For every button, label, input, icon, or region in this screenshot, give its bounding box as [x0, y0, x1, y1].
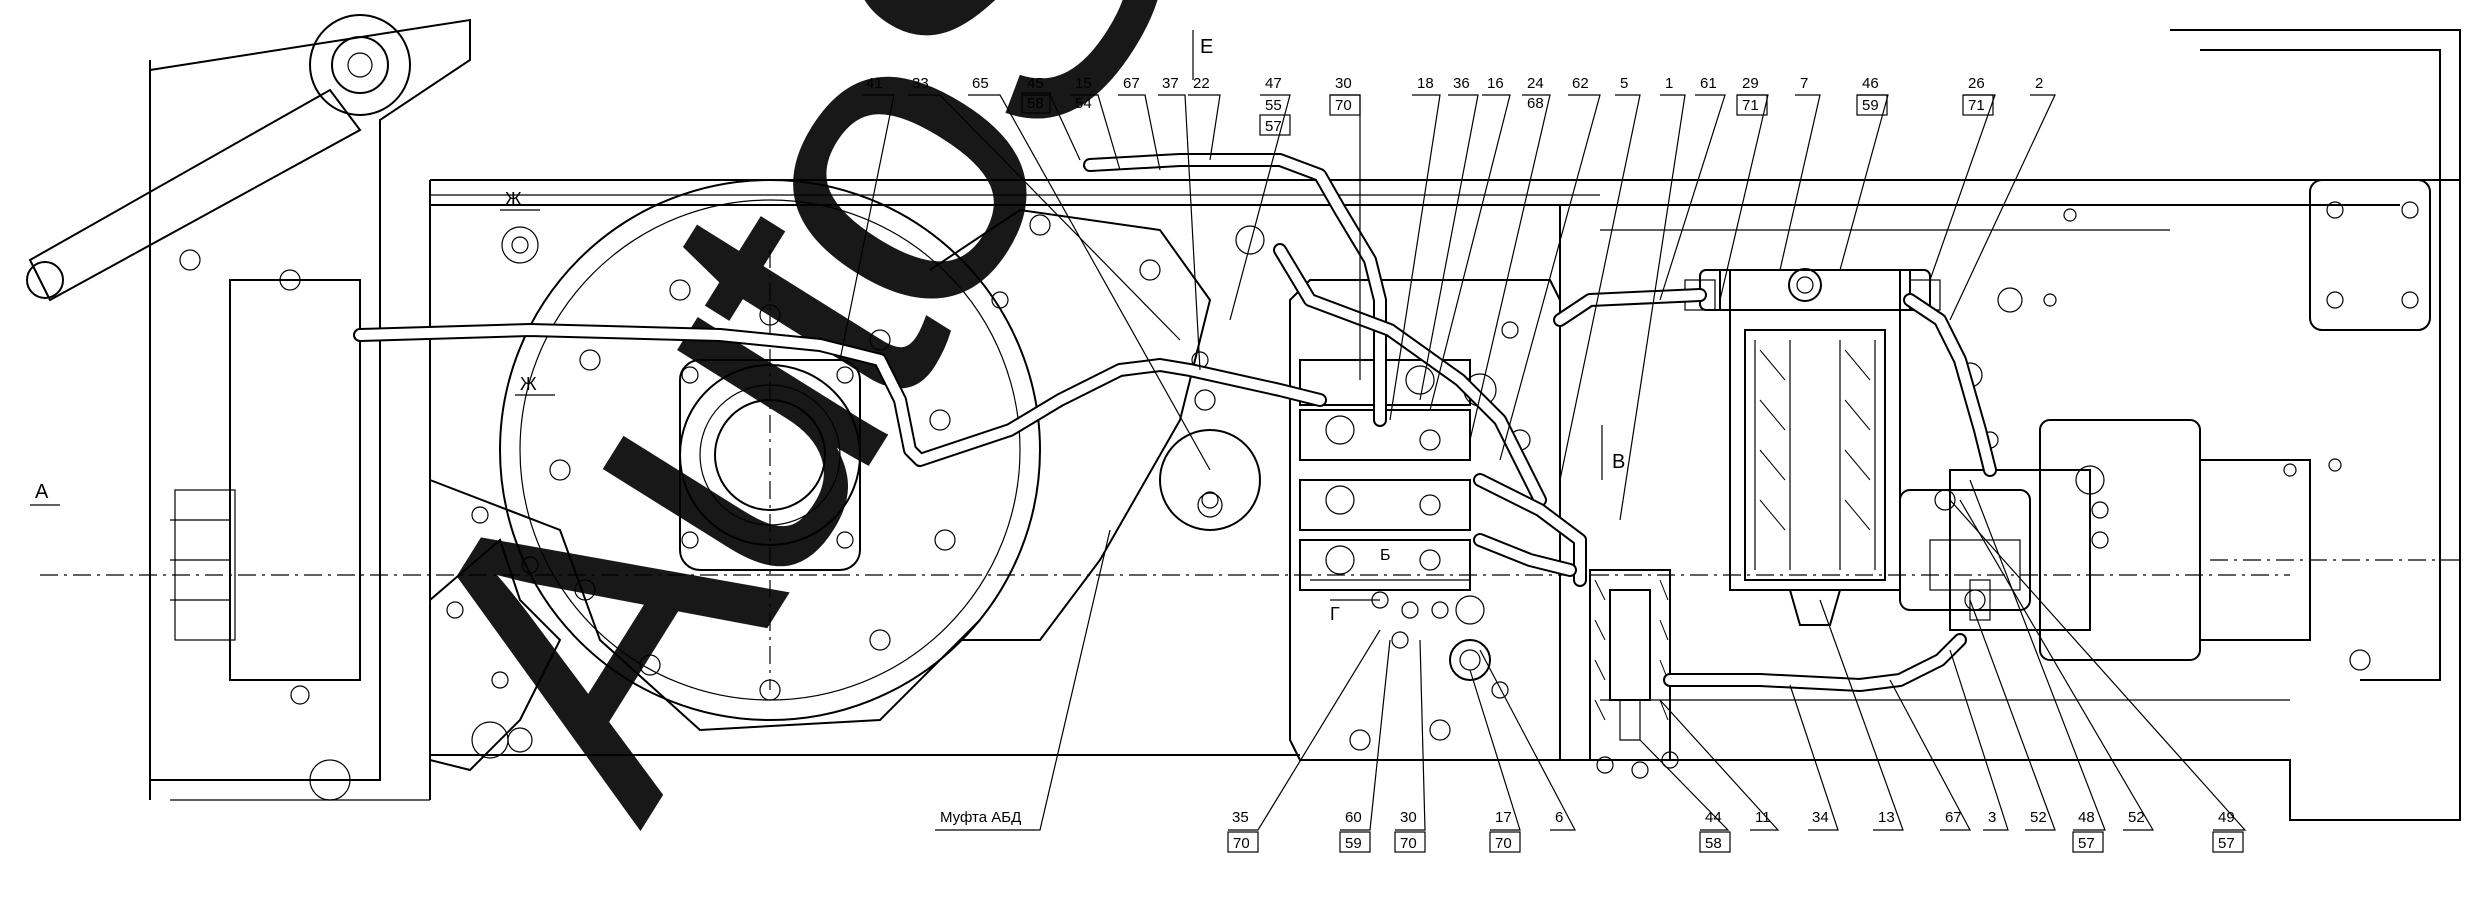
callout-54: 54: [1075, 95, 1092, 112]
callout-59-b: 59: [1345, 835, 1362, 852]
hydraulic-pipes: [353, 153, 1997, 692]
callout-17: 17: [1495, 809, 1512, 826]
callout-16: 16: [1487, 75, 1504, 92]
callout-65: 65: [972, 75, 989, 92]
callout-41: 41: [866, 75, 883, 92]
callout-2: 2: [2035, 75, 2043, 92]
callout-58-top: 58: [1027, 95, 1044, 112]
callout-70-top: 70: [1335, 97, 1352, 114]
callout-30-b: 30: [1400, 809, 1417, 826]
callout-57-top: 57: [1265, 118, 1282, 135]
callout-37: 37: [1162, 75, 1179, 92]
callout-70-b2: 70: [1400, 835, 1417, 852]
callout-49: 49: [2218, 809, 2235, 826]
callout-62: 62: [1572, 75, 1589, 92]
callout-47: 47: [1265, 75, 1282, 92]
callout-1: 1: [1665, 75, 1673, 92]
callout-22: 22: [1193, 75, 1210, 92]
callout-61: 61: [1700, 75, 1717, 92]
pump-assembly: [1899, 419, 2311, 661]
oil-filter: [1684, 268, 1941, 626]
callout-26: 26: [1968, 75, 1985, 92]
callout-55: 55: [1265, 97, 1282, 114]
callout-70-b1: 70: [1233, 835, 1250, 852]
callout-58-b: 58: [1705, 835, 1722, 852]
callout-70-b3: 70: [1495, 835, 1512, 852]
callout-6: 6: [1555, 809, 1563, 826]
callout-33: 33: [912, 75, 929, 92]
top-callouts: 41 33 65 45 58 15 54 67 37 22 47 55 57 3…: [839, 75, 2056, 521]
callout-46: 46: [1862, 75, 1879, 92]
housing-outline: [26, 14, 2461, 821]
callout-48: 48: [2078, 809, 2095, 826]
callout-36: 36: [1453, 75, 1470, 92]
callout-52-a: 52: [2030, 809, 2047, 826]
callout-59-top: 59: [1862, 97, 1879, 114]
view-label-a: А: [35, 481, 49, 503]
callout-15: 15: [1075, 75, 1092, 92]
section-label-g: Г: [1330, 604, 1340, 624]
callout-60: 60: [1345, 809, 1362, 826]
callout-71-top: 71: [1742, 97, 1759, 114]
callout-11: 11: [1755, 809, 1771, 826]
callout-7: 7: [1800, 75, 1808, 92]
callout-68: 68: [1527, 95, 1544, 112]
section-label-b: Б: [1380, 547, 1391, 564]
callout-13: 13: [1878, 809, 1895, 826]
section-label-zh1: Ж: [505, 189, 522, 209]
section-label-e: Е: [1200, 36, 1213, 58]
callout-45: 45: [1027, 75, 1044, 92]
section-label-v: В: [1612, 451, 1625, 473]
bolt-circle: [549, 279, 956, 701]
callout-71-top-b: 71: [1968, 97, 1985, 114]
bottom-callouts: 35 70 60 59 30 70 17 70 6 44 58 11 34 13…: [935, 479, 2247, 853]
gear-housing: [429, 179, 1265, 772]
callout-67-b: 67: [1945, 809, 1962, 826]
callout-29: 29: [1742, 75, 1759, 92]
callout-57-b2: 57: [2218, 835, 2235, 852]
callout-44: 44: [1705, 809, 1722, 826]
callout-57-b1: 57: [2078, 835, 2095, 852]
center-lines: [40, 250, 2460, 690]
section-label-zh2: Ж: [520, 374, 537, 394]
callout-18: 18: [1417, 75, 1434, 92]
callout-5: 5: [1620, 75, 1628, 92]
callout-35: 35: [1232, 809, 1249, 826]
callout-24: 24: [1527, 75, 1544, 92]
callout-30-top: 30: [1335, 75, 1352, 92]
callout-67: 67: [1123, 75, 1140, 92]
sight-tank: [1589, 569, 1679, 779]
callout-3: 3: [1988, 809, 1996, 826]
callout-34: 34: [1812, 809, 1829, 826]
section-marks: Е В Ж Ж Г Б А: [30, 30, 1625, 624]
callout-52-b: 52: [2128, 809, 2145, 826]
callout-mufta-abd: Муфта АБД: [940, 809, 1021, 826]
